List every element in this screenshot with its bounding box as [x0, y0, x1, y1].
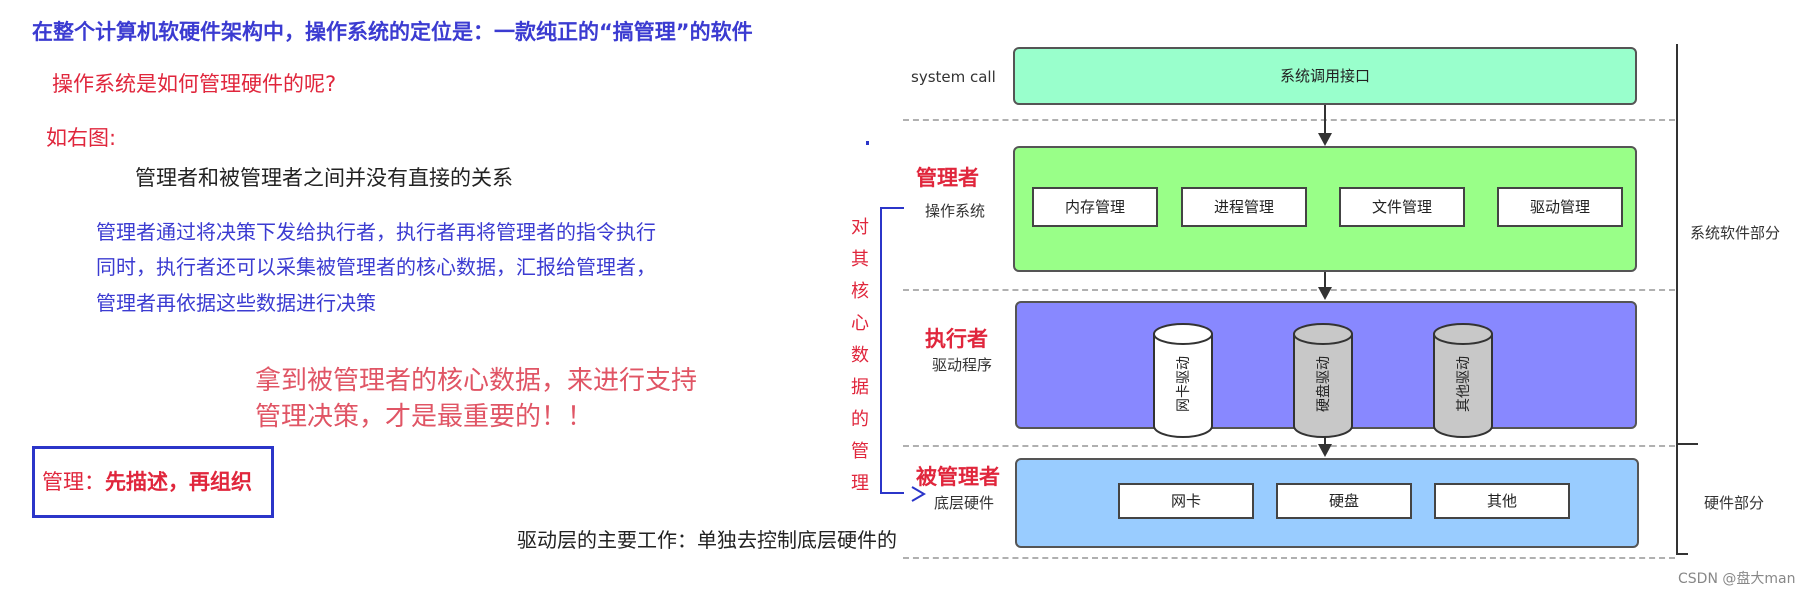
key-point-line-1: 拿到被管理者的核心数据，来进行支持: [255, 366, 698, 396]
manage-prefix: 管理：: [42, 470, 105, 494]
other-driver-label: 其他驱动: [1456, 356, 1472, 412]
vertical-char: 核: [851, 281, 869, 302]
vertical-char: 其: [851, 249, 869, 270]
hardware-bracket-line: [1676, 445, 1678, 555]
software-bracket-line: [1676, 44, 1678, 444]
vertical-char: 据: [851, 377, 869, 398]
separator-line: [903, 119, 1675, 121]
software-part-label: 系统软件部分: [1690, 224, 1781, 242]
nic-driver-cylinder: 网卡驱动: [1152, 322, 1214, 440]
bracket-tick: [1676, 443, 1698, 445]
other-driver-cylinder: 其他驱动: [1432, 322, 1494, 440]
paragraph-line-2: 同时，执行者还可以采集被管理者的核心数据，汇报给管理者，: [96, 255, 656, 279]
hw-disk: 硬盘: [1276, 483, 1412, 519]
key-point-line-2: 管理决策，才是最重要的！！: [255, 402, 594, 432]
separator-line: [903, 557, 1675, 559]
hw-nic: 网卡: [1118, 483, 1254, 519]
syscall-label: system call: [911, 68, 996, 86]
driver-caption: 驱动层的主要工作：单独去控制底层硬件的: [517, 528, 897, 552]
disk-driver-cylinder: 硬盘驱动: [1292, 322, 1354, 440]
executor-title: 执行者: [925, 327, 988, 351]
arrow-down-icon: [1318, 287, 1332, 300]
vertical-note: 对 其 核 心 数 据 的 管 理: [848, 212, 872, 500]
syscall-box-label: 系统调用接口: [1279, 67, 1370, 85]
vertical-char: 对: [851, 217, 869, 238]
page-title: 在整个计算机软硬件架构中，操作系统的定位是：一款纯正的“搞管理”的软件: [32, 20, 753, 44]
syscall-layer: 系统调用接口: [1013, 47, 1637, 105]
arrow-down-icon: [1318, 444, 1332, 457]
executor-sub: 驱动程序: [932, 356, 993, 374]
vertical-char: 数: [851, 345, 869, 366]
cylinder-icon: [1293, 323, 1353, 438]
cylinder-icon: [1153, 323, 1213, 438]
nic-driver-label: 网卡驱动: [1176, 356, 1192, 412]
stray-dot: [866, 141, 869, 145]
arrow-line: [1324, 105, 1326, 135]
hardware-part-label: 硬件部分: [1704, 494, 1765, 512]
arrow-down-icon: [1318, 133, 1332, 146]
as-figure-text: 如右图:: [46, 126, 117, 150]
module-memory: 内存管理: [1032, 187, 1158, 227]
question-text: 操作系统是如何管理硬件的呢?: [52, 72, 337, 96]
separator-line: [903, 289, 1675, 291]
feedback-arrow-icon: [911, 486, 926, 502]
disk-driver-label: 硬盘驱动: [1316, 356, 1332, 412]
manage-principle-box: [32, 446, 274, 518]
module-process: 进程管理: [1181, 187, 1307, 227]
managed-sub: 底层硬件: [934, 494, 995, 512]
watermark: CSDN @盘大man: [1678, 571, 1796, 587]
paragraph-line-1: 管理者通过将决策下发给执行者，执行者再将管理者的指令执行: [96, 220, 656, 244]
separator-line: [903, 445, 1675, 447]
cylinder-icon: [1433, 323, 1493, 438]
module-file: 文件管理: [1339, 187, 1465, 227]
managed-title: 被管理者: [916, 465, 1000, 489]
vertical-char: 的: [851, 409, 869, 430]
relation-text: 管理者和被管理者之间并没有直接的关系: [135, 166, 513, 190]
arrow-line: [1324, 429, 1326, 447]
module-driver: 驱动管理: [1497, 187, 1623, 227]
paragraph-line-3: 管理者再依据这些数据进行决策: [96, 291, 376, 315]
vertical-char: 理: [851, 473, 869, 494]
manage-bold: 先描述，再组织: [105, 470, 252, 494]
hw-other: 其他: [1434, 483, 1570, 519]
manager-title: 管理者: [916, 166, 979, 190]
vertical-char: 心: [851, 313, 869, 334]
manage-principle: 管理：先描述，再组织: [42, 466, 252, 496]
bracket-tick: [1676, 553, 1688, 555]
arrow-line: [1324, 272, 1326, 290]
manager-sub: 操作系统: [925, 202, 986, 220]
feedback-bracket: [880, 207, 904, 494]
vertical-char: 管: [851, 441, 869, 462]
